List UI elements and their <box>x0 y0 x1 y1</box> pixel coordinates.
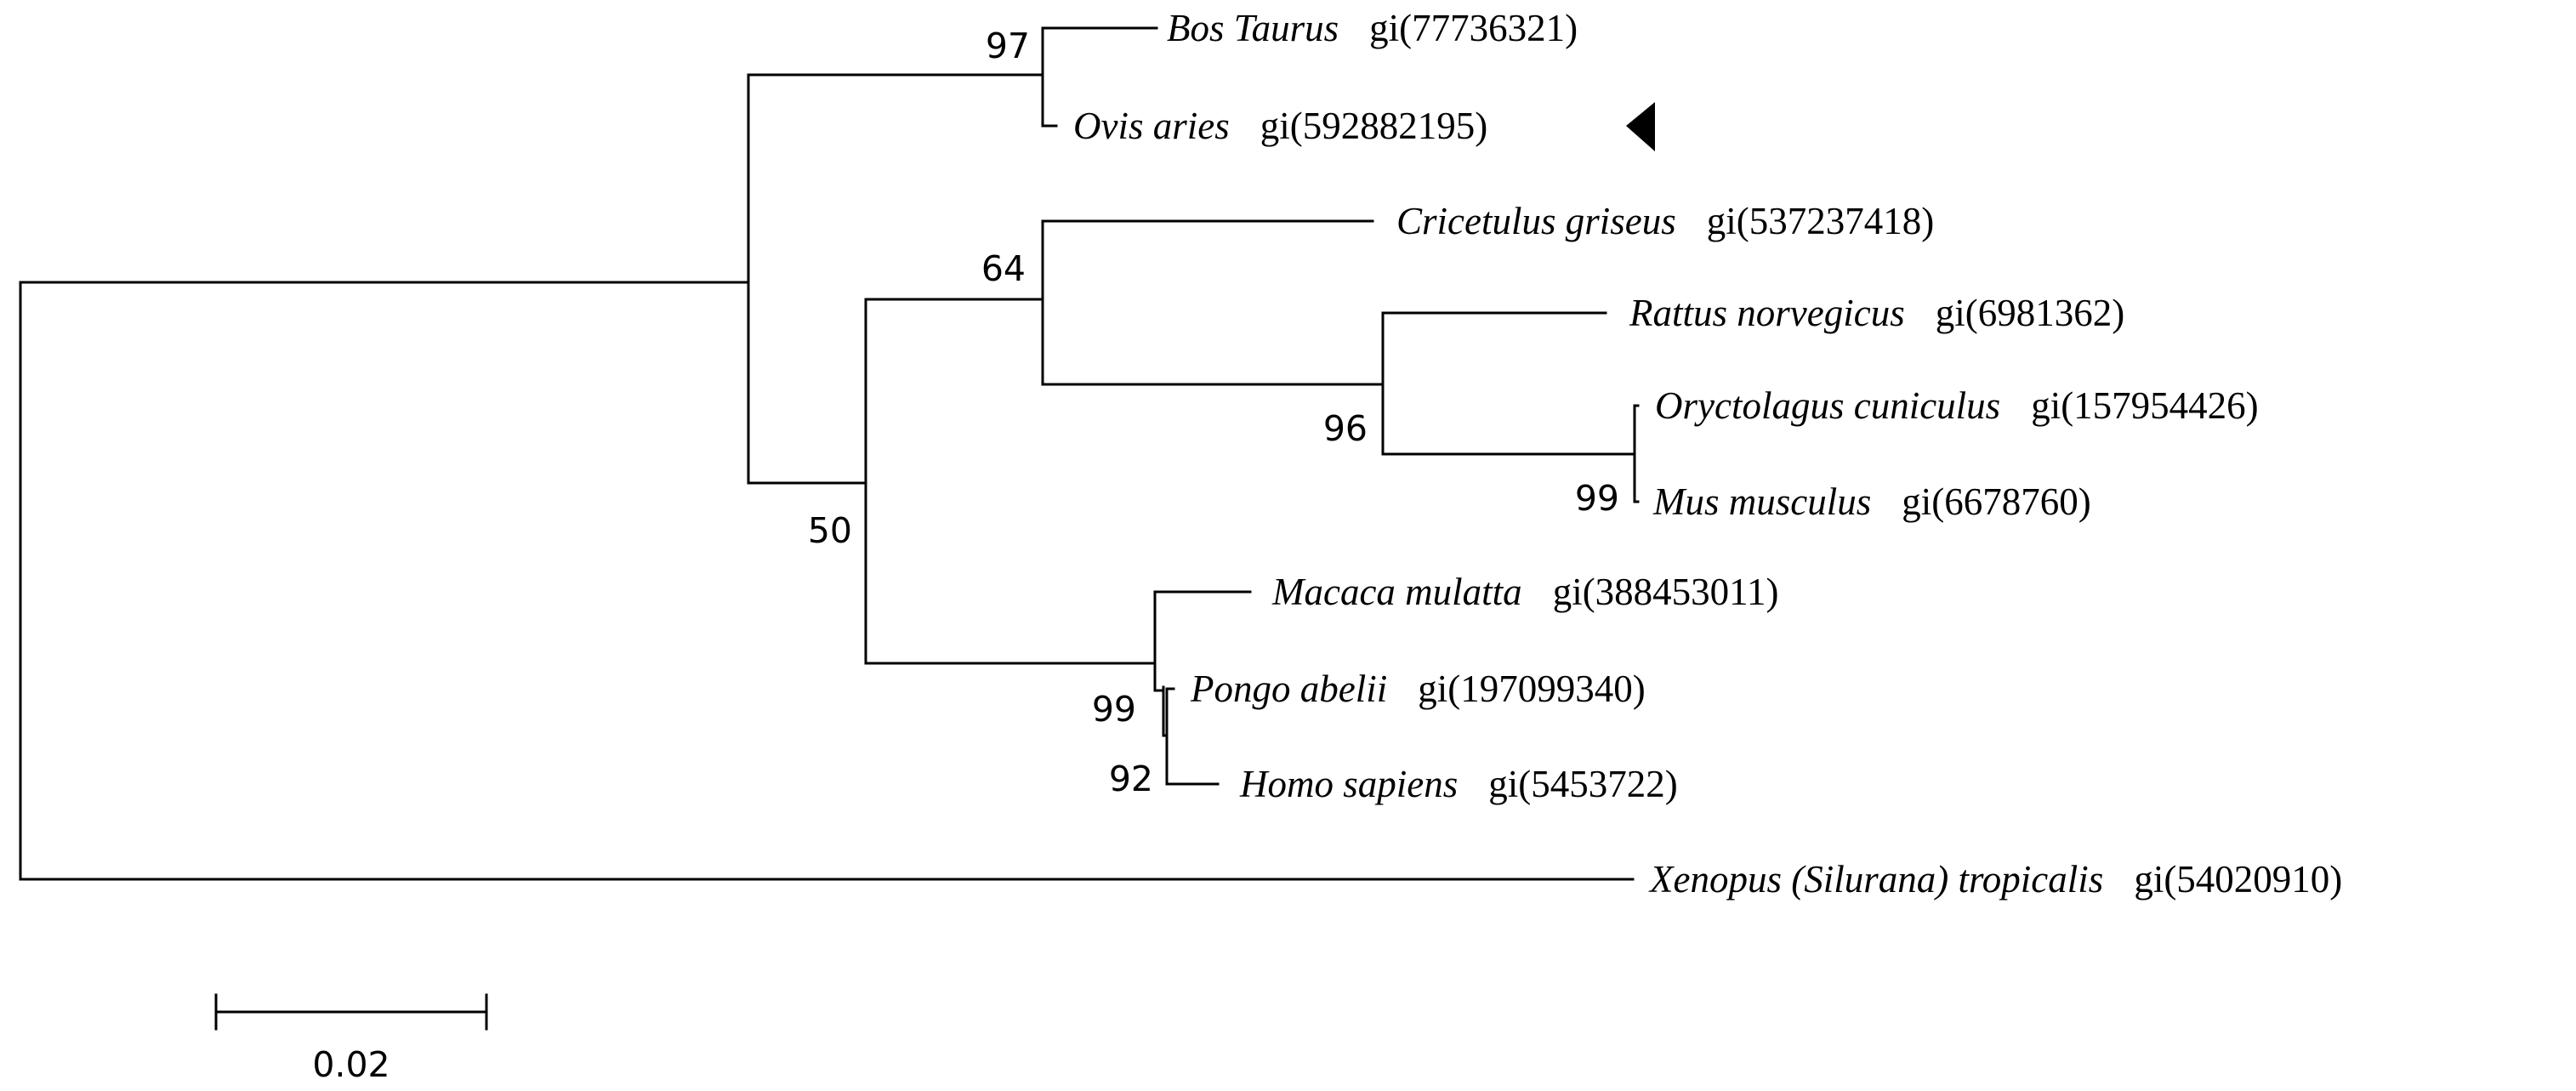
accession-number: gi(388453011) <box>1553 571 1779 613</box>
taxon-name: Oryctolagus cuniculus <box>1655 384 2000 427</box>
bootstrap-value-96: 96 <box>1323 408 1368 449</box>
accession-number: gi(537237418) <box>1707 200 1934 242</box>
accession-number: gi(5453722) <box>1488 763 1677 805</box>
accession-number: gi(157954426) <box>2031 384 2258 427</box>
taxon-label-oryctolagus-cuniculus: Oryctolagus cuniculus gi(157954426) <box>1655 384 2259 427</box>
bootstrap-value-50: 50 <box>808 510 852 551</box>
taxon-label-pongo-abelii: Pongo abelii gi(197099340) <box>1190 668 1646 710</box>
taxon-name: Pongo abelii <box>1190 668 1387 710</box>
bootstrap-value-64: 64 <box>981 248 1026 289</box>
bootstrap-value-92: 92 <box>1109 759 1153 799</box>
accession-number: gi(54020910) <box>2134 858 2342 901</box>
accession-number: gi(6678760) <box>1902 480 2090 523</box>
taxon-label-cricetulus-griseus: Cricetulus griseus gi(537237418) <box>1396 200 1934 242</box>
taxon-name: Ovis aries <box>1073 105 1230 147</box>
bootstrap-value-99-primates: 99 <box>1092 689 1136 730</box>
accession-number: gi(77736321) <box>1369 7 1578 49</box>
taxon-name: Mus musculus <box>1652 480 1871 523</box>
triangle-marker-icon <box>1626 102 1655 151</box>
accession-number: gi(197099340) <box>1418 668 1645 710</box>
taxon-label-rattus-norvegicus: Rattus norvegicus gi(6981362) <box>1629 292 2124 334</box>
bootstrap-value-99: 99 <box>1575 478 1619 519</box>
scale-bar-label: 0.02 <box>312 1044 390 1085</box>
accession-number: gi(6981362) <box>1936 292 2124 334</box>
bootstrap-value-97: 97 <box>986 26 1030 66</box>
taxon-label-bos-taurus: Bos Taurus gi(77736321) <box>1167 7 1578 49</box>
taxon-label-mus-musculus: Mus musculus gi(6678760) <box>1652 480 2091 523</box>
scale-bar <box>214 993 488 1031</box>
accession-number: gi(592882195) <box>1260 105 1487 147</box>
taxon-name: Bos Taurus <box>1167 7 1339 49</box>
taxon-name: Cricetulus griseus <box>1396 200 1676 242</box>
taxon-name: Homo sapiens <box>1239 763 1458 805</box>
taxon-label-macaca-mulatta: Macaca mulatta gi(388453011) <box>1271 571 1779 613</box>
taxon-name: Macaca mulatta <box>1271 571 1522 613</box>
taxon-label-xenopus-tropicalis: Xenopus (Silurana) tropicalis gi(54020910… <box>1648 858 2342 901</box>
taxon-label-ovis-aries: Ovis aries gi(592882195) <box>1073 105 1487 147</box>
taxon-label-homo-sapiens: Homo sapiens gi(5453722) <box>1239 763 1678 805</box>
taxon-name: Rattus norvegicus <box>1629 292 1905 334</box>
taxon-name: Xenopus (Silurana) tropicalis <box>1648 858 2103 901</box>
